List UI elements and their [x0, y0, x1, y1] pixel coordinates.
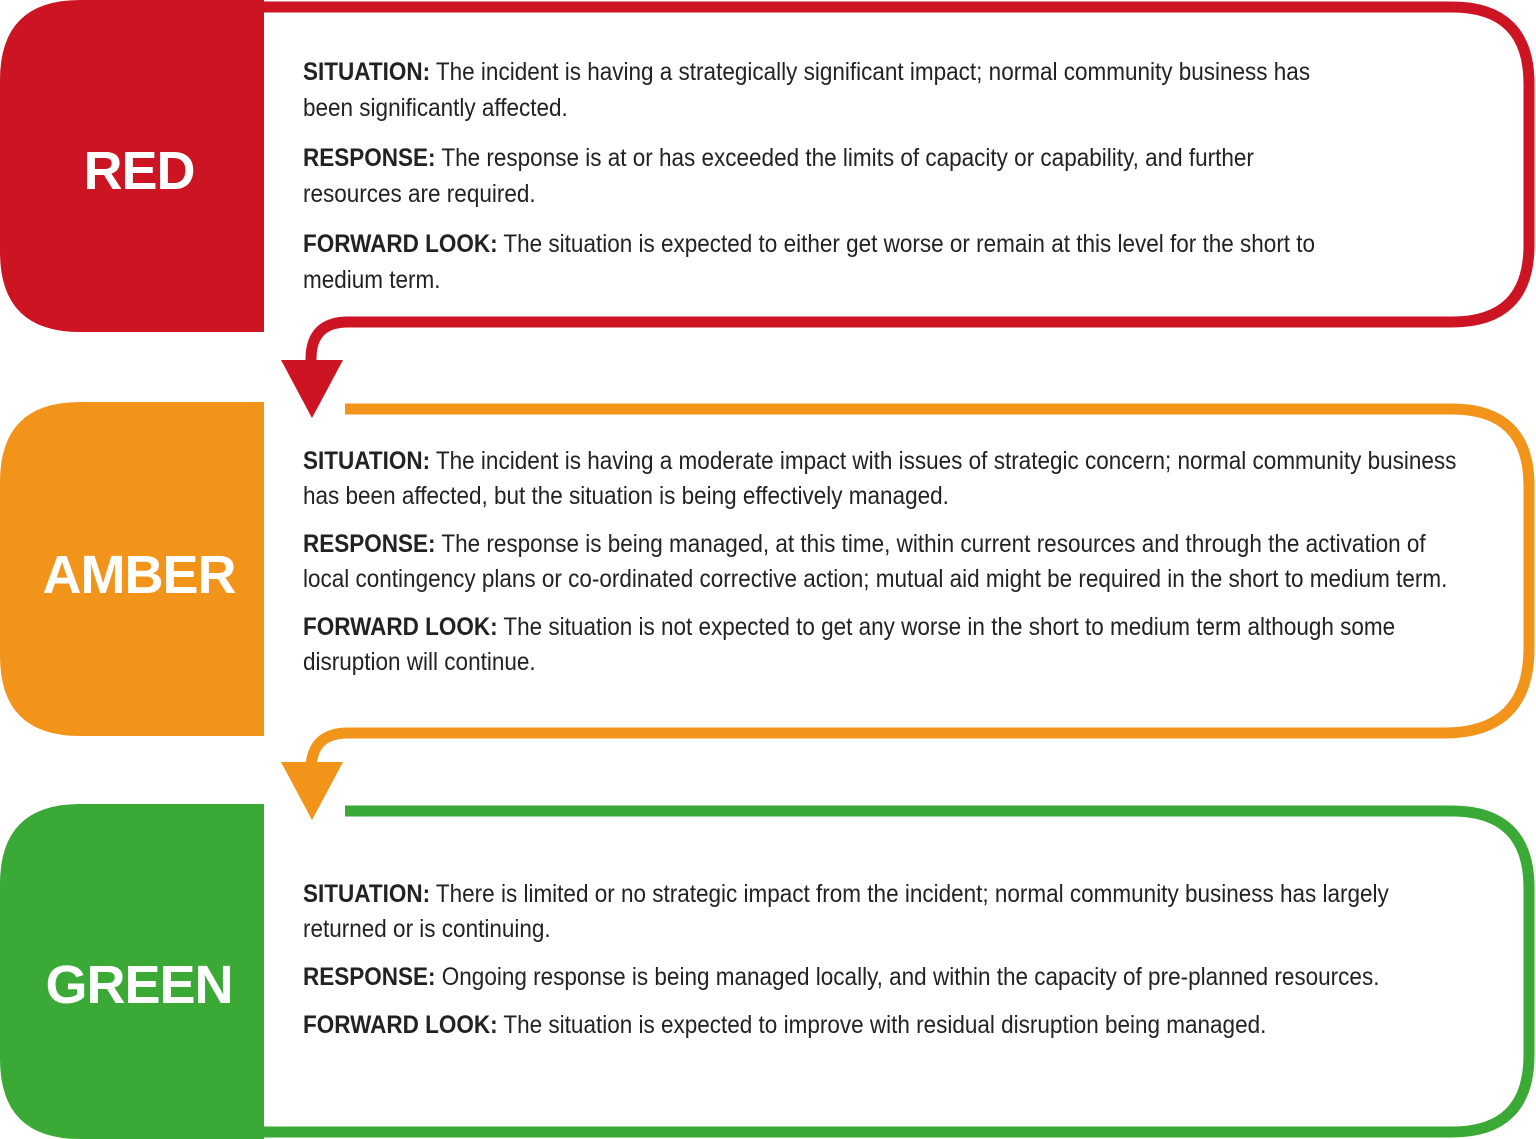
amber-description: SITUATION: The incident is having a mode…: [303, 444, 1464, 680]
green-outline-frame: [264, 805, 1535, 1138]
amber-outline-frame: [305, 403, 1535, 780]
red-forward-look: FORWARD LOOK: The situation is expected …: [303, 230, 1316, 294]
green-response: RESPONSE: Ongoing response is being mana…: [303, 963, 1380, 991]
amber-down-arrow: [281, 762, 343, 820]
red-down-arrow: [281, 360, 343, 418]
amber-response: RESPONSE: The response is being managed,…: [303, 530, 1448, 593]
red-description: SITUATION: The incident is having a stra…: [303, 54, 1356, 298]
red-level-label: RED: [83, 141, 195, 201]
green-description: SITUATION: There is limited or no strate…: [303, 877, 1464, 1043]
green-level-label: GREEN: [45, 955, 233, 1015]
red-situation: SITUATION: The incident is having a stra…: [303, 58, 1311, 122]
red-response: RESPONSE: The response is at or has exce…: [303, 144, 1254, 208]
amber-situation: SITUATION: The incident is having a mode…: [303, 447, 1457, 510]
amber-label-block: [0, 402, 264, 736]
green-situation: SITUATION: There is limited or no strate…: [303, 880, 1389, 943]
green-forward-look: FORWARD LOOK: The situation is expected …: [303, 1011, 1267, 1039]
red-label-block: [0, 0, 264, 332]
red-outline-frame: [264, 1, 1535, 370]
amber-forward-look: FORWARD LOOK: The situation is not expec…: [303, 613, 1396, 676]
amber-level-label: AMBER: [42, 545, 237, 605]
green-label-block: [0, 804, 264, 1139]
